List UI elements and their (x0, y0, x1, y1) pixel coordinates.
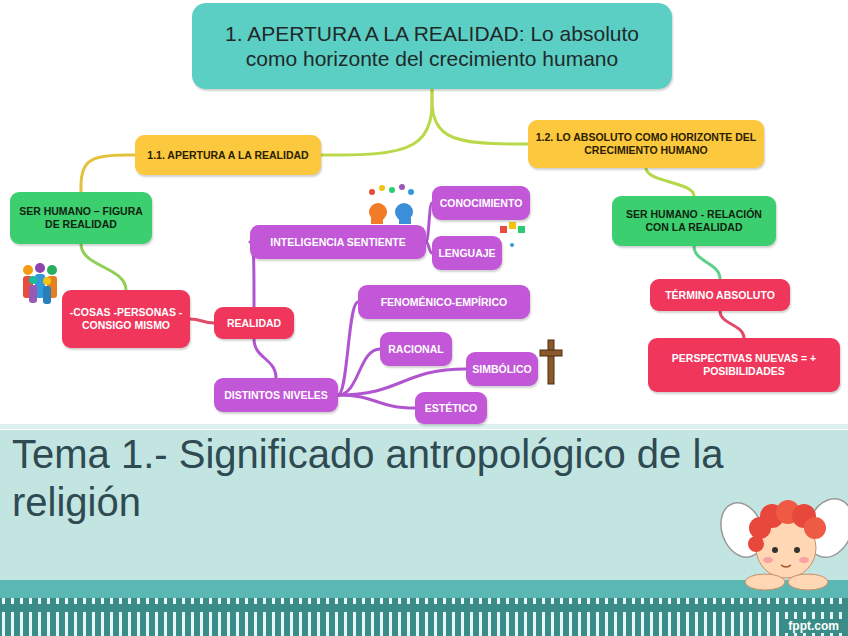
barcode-pattern (0, 598, 848, 636)
concept-box: RACIONAL (380, 332, 452, 366)
people-icon (23, 263, 57, 304)
dot (510, 243, 514, 247)
person-head (23, 265, 33, 275)
cheek (799, 557, 809, 563)
concept-text: INTELIGENCIA SENTIENTE (270, 236, 406, 249)
concept-text: RACIONAL (388, 343, 443, 356)
concept-text: FENOMÉNICO-EMPÍRICO (381, 296, 508, 309)
concept-text: PERSPECTIVAS NUEVAS = + POSIBILIDADES (655, 352, 833, 377)
connector (720, 311, 744, 338)
concept-box: PERSPECTIVAS NUEVAS = + POSIBILIDADES (648, 338, 840, 392)
concept-box: REALIDAD (214, 307, 294, 339)
cheek (763, 557, 773, 563)
connector (338, 349, 380, 395)
idea-dot (399, 184, 405, 190)
concept-text: SER HUMANO – FIGURA DE REALIDAD (17, 205, 145, 230)
watermark: fppt.com (785, 619, 842, 633)
concept-text: REALIDAD (227, 317, 281, 330)
cross-beam (540, 350, 562, 356)
arm (745, 574, 785, 590)
concept-box: 1.1. APERTURA A LA REALIDAD (135, 135, 321, 175)
eye (794, 547, 800, 553)
concept-box: ESTÉTICO (415, 392, 487, 424)
concept-text: CONOCIMIENTO (440, 197, 523, 210)
connector (190, 319, 214, 323)
letter-block (500, 226, 507, 233)
concept-box: SIMBÓLICO (466, 352, 538, 386)
connector (432, 89, 528, 144)
footer-band (0, 598, 848, 636)
banner-stripe (0, 580, 848, 598)
heads-icon (369, 184, 414, 224)
concept-box: -COSAS -PERSONAS -CONSIGO MISMO (62, 290, 190, 348)
person-head (35, 263, 45, 273)
cross-icon (540, 340, 562, 384)
connector (254, 339, 276, 378)
head-neck (371, 218, 383, 224)
concept-text: 1.1. APERTURA A LA REALIDAD (147, 149, 308, 162)
concept-text: 1.2. LO ABSOLUTO COMO HORIZONTE DEL CREC… (535, 131, 757, 156)
concept-box: INTELIGENCIA SENTIENTE (250, 225, 426, 259)
idea-dot (369, 189, 375, 195)
concept-text: SIMBÓLICO (472, 363, 532, 376)
concept-box: SER HUMANO – FIGURA DE REALIDAD (10, 192, 152, 244)
person-body (29, 285, 37, 303)
concept-box: DISTINTOS NIVELES (214, 378, 338, 412)
person-head (43, 277, 51, 285)
letter-block (518, 226, 525, 233)
connector (81, 155, 135, 192)
connector (81, 244, 126, 290)
person-body (43, 286, 51, 304)
concept-text: TÉRMINO ABSOLUTO (665, 289, 775, 302)
concept-text: DISTINTOS NIVELES (224, 389, 328, 402)
topic-text: 1. APERTURA A LA REALIDAD: Lo absoluto c… (199, 21, 665, 71)
cupid-illustration (714, 492, 848, 590)
connector (338, 395, 415, 408)
concept-text: -COSAS -PERSONAS -CONSIGO MISMO (69, 306, 183, 331)
eye (772, 547, 778, 553)
idea-dot (408, 189, 414, 195)
concept-box: 1.2. LO ABSOLUTO COMO HORIZONTE DEL CREC… (528, 120, 764, 168)
letters-icon (500, 222, 525, 247)
person-head (29, 276, 37, 284)
slide-title: Tema 1.- Significado antropológico de la… (12, 430, 812, 526)
concept-text: SER HUMANO - RELACIÓN CON LA REALIDAD (619, 208, 769, 233)
concept-box: LENGUAJE (432, 236, 502, 270)
title-banner (0, 430, 848, 580)
hair-curl (804, 517, 826, 539)
idea-dot (389, 187, 395, 193)
hair-curl (748, 536, 764, 552)
connector (646, 168, 694, 196)
cross-post (548, 340, 554, 384)
mouth (781, 565, 791, 567)
person-head (47, 265, 57, 275)
idea-dot (379, 185, 385, 191)
concept-box: CONOCIMIENTO (432, 186, 530, 220)
head-neck (399, 218, 411, 224)
concept-box: SER HUMANO - RELACIÓN CON LA REALIDAD (612, 196, 776, 246)
concept-text: ESTÉTICO (425, 402, 478, 415)
main-topic-box: 1. APERTURA A LA REALIDAD: Lo absoluto c… (192, 3, 672, 89)
connector (694, 246, 720, 279)
letter-block (509, 222, 516, 229)
concept-box: TÉRMINO ABSOLUTO (650, 279, 790, 311)
connector (338, 302, 358, 395)
concept-text: LENGUAJE (438, 247, 495, 260)
banner-edge (0, 424, 848, 429)
concept-box: FENOMÉNICO-EMPÍRICO (358, 285, 530, 319)
arm (788, 574, 828, 590)
connector (321, 89, 432, 155)
